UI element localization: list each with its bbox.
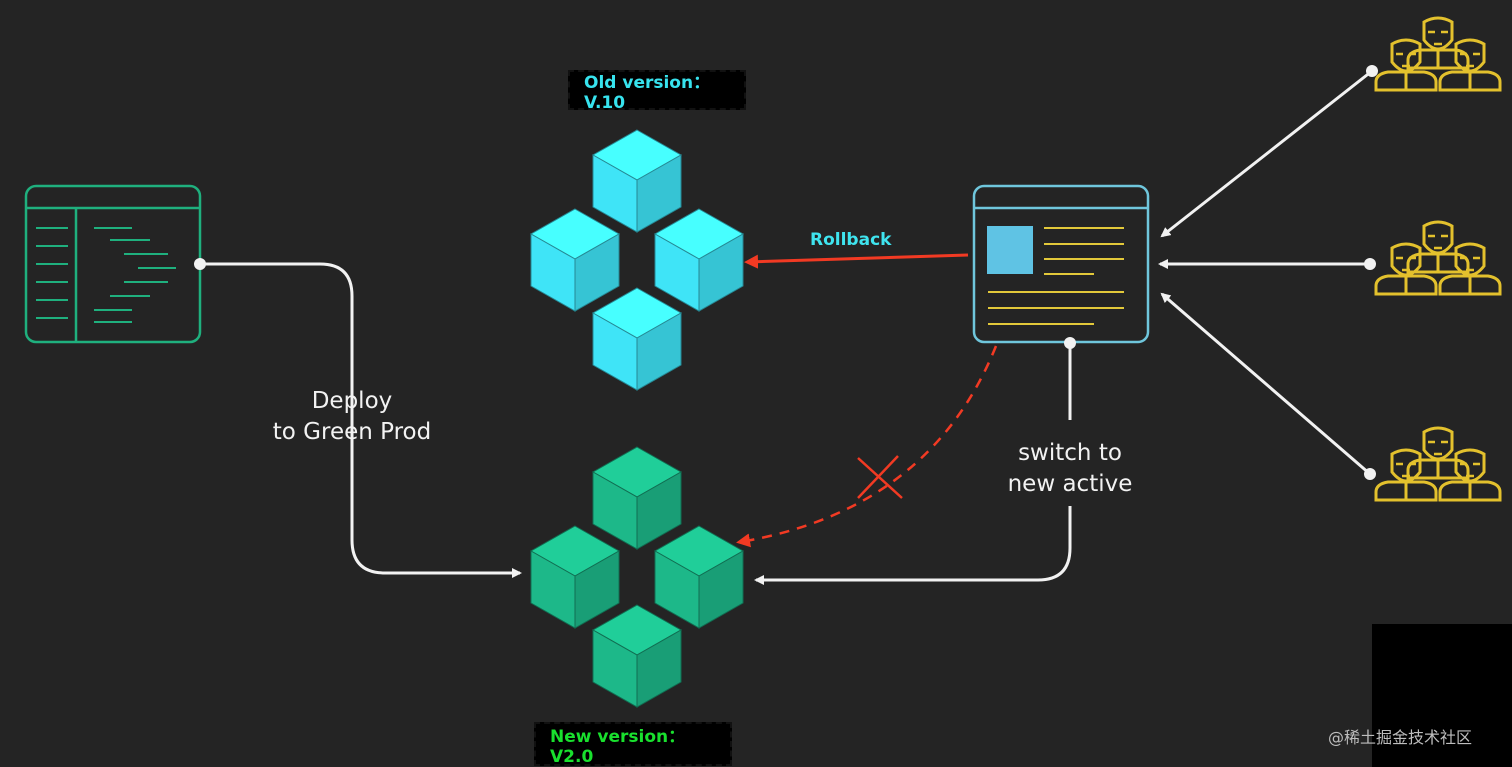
user-group-icon — [1376, 222, 1500, 294]
new-version-cube-3 — [653, 525, 745, 629]
user-group-icon — [1376, 428, 1500, 500]
rollback-arrow — [744, 253, 969, 269]
new-version-badge: New version：V2.0 — [534, 722, 732, 767]
new-version-cube-4 — [591, 604, 683, 708]
old-version-cube-1 — [591, 129, 683, 233]
rollback-label: Rollback — [810, 230, 892, 250]
deploy-connector — [194, 258, 522, 578]
old-version-cube-4 — [591, 287, 683, 391]
switch-connector — [754, 337, 1076, 585]
blocked-route — [736, 345, 998, 548]
new-version-cube-1 — [591, 446, 683, 550]
new-version-cluster — [529, 446, 745, 708]
new-version-cube-2 — [529, 525, 621, 629]
deploy-label: Deploy to Green Prod — [272, 388, 432, 445]
video-overlay-box — [1372, 624, 1512, 767]
watermark: @稀土掘金技术社区 — [1328, 728, 1473, 747]
old-version-cluster — [529, 129, 745, 391]
old-version-cube-2 — [529, 208, 621, 312]
load-balancer-icon — [972, 184, 1150, 344]
old-version-badge: Old version：V.10 — [568, 70, 746, 113]
old-version-cube-3 — [653, 208, 745, 312]
code-editor-icon — [24, 184, 202, 344]
switch-label: switch to new active — [1007, 440, 1133, 497]
user-traffic-arrows — [1158, 65, 1378, 480]
user-group-icon — [1376, 18, 1500, 90]
